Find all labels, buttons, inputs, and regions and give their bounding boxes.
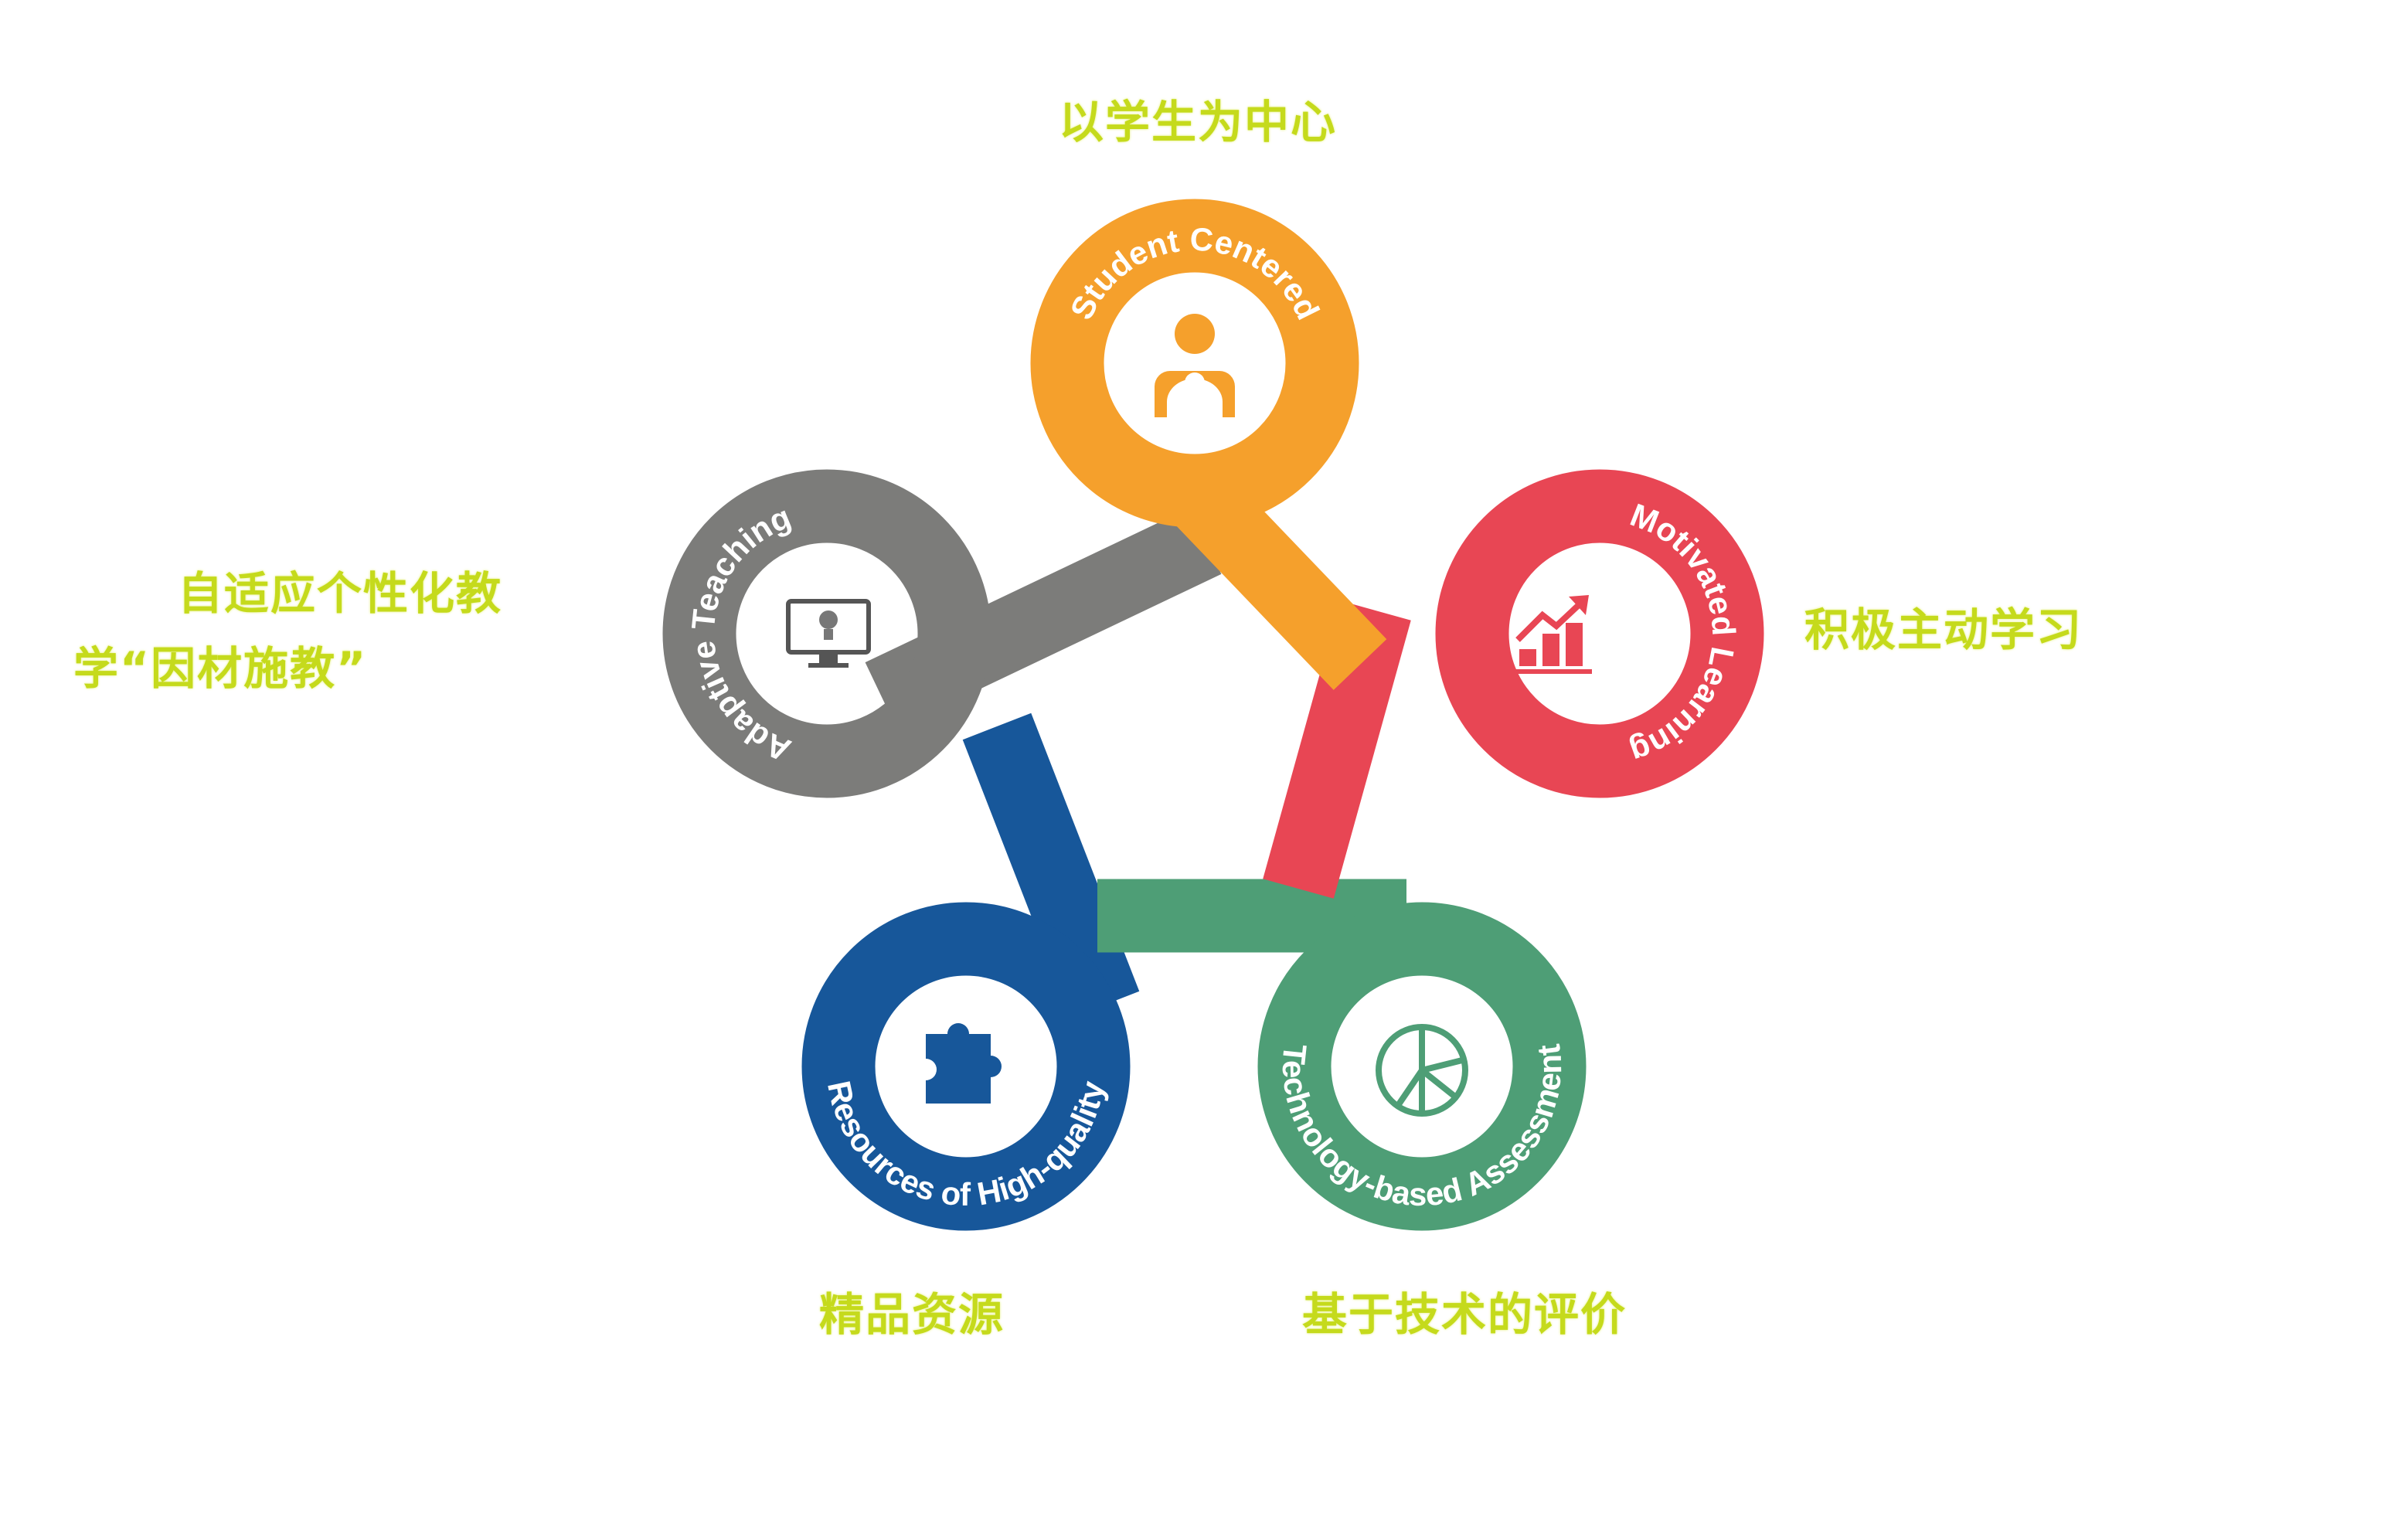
label-motivated-learning-cn: 积极主动学习 [1804, 604, 2083, 656]
puzzle-icon [926, 1023, 1002, 1104]
loop-adaptive-teaching [662, 469, 991, 798]
loop-motivated-learning [1435, 469, 1764, 798]
label-adaptive-cn-line1: 自适应个性化教 [178, 567, 503, 620]
pie-chart-icon [1376, 1024, 1468, 1117]
loop-student-centered [1030, 199, 1359, 528]
bar-chart-growth-icon [1512, 595, 1592, 674]
label-resources-cn: 精品资源 [819, 1288, 1005, 1341]
person-icon [1155, 314, 1235, 417]
label-adaptive-cn-line2: 学“因材施教” [73, 642, 368, 695]
label-assessment-cn: 基于技术的评价 [1302, 1288, 1627, 1341]
loop-resources [801, 902, 1131, 1231]
loop-assessment [1257, 902, 1587, 1231]
label-student-centered-cn: 以学生为中心 [1059, 96, 1338, 148]
monitor-lightbulb-icon [786, 599, 871, 668]
